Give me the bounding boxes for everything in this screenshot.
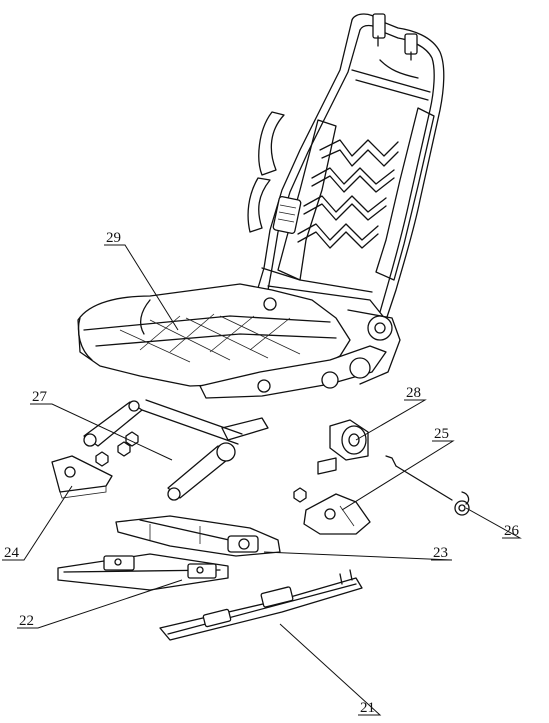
linkage-arms [83,399,269,501]
label-29: 29 [106,230,121,246]
seat-back-frame [247,13,445,321]
bracket-25 [303,455,397,535]
mounting-bracket-24 [51,455,113,499]
label-21: 21 [360,700,375,716]
label-24: 24 [4,545,20,561]
seat-rail-22 [57,553,229,591]
seat-rail-21 [159,569,363,641]
crossbar-assembly-23 [115,515,281,557]
part-labels: 29 27 28 25 26 24 23 22 21 [4,230,520,716]
seat-cushion-frame [77,283,401,399]
motor-28 [293,419,369,503]
label-23: 23 [433,545,448,561]
label-22: 22 [19,613,34,629]
label-25: 25 [434,426,449,442]
cable-26 [395,465,470,516]
label-26: 26 [504,523,520,539]
label-28: 28 [406,385,421,401]
label-27: 27 [32,389,48,405]
leader-lines [2,244,522,716]
